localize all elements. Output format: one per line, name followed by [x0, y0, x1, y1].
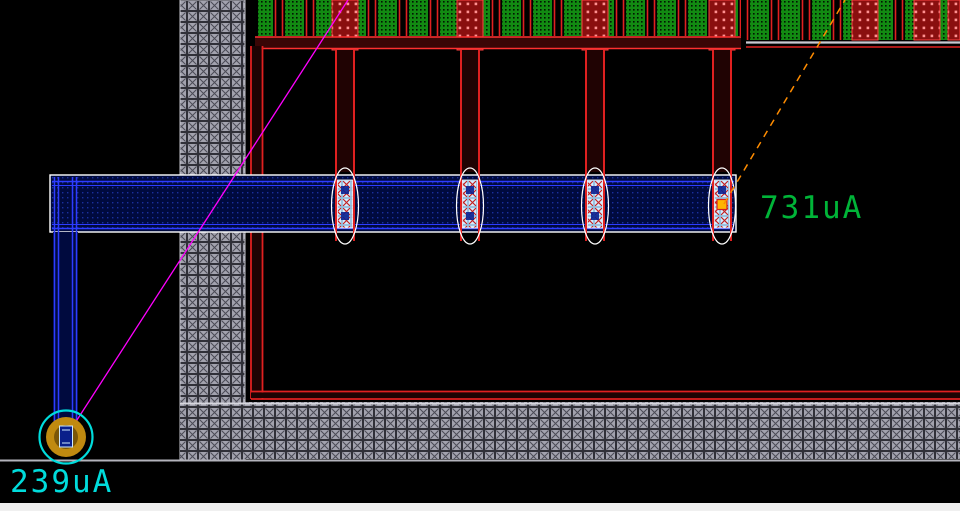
via-stack-1	[330, 50, 360, 245]
current-label-left: 239uA	[10, 464, 113, 500]
gray-via-bus-bottom	[180, 402, 960, 459]
blue-wire-left	[53, 177, 78, 428]
red-net-horizontal-fill	[251, 392, 960, 398]
blue-metal-rail-body	[49, 174, 737, 233]
via-column-fill	[336, 50, 354, 172]
via-contact	[341, 186, 349, 194]
selection-oval	[580, 167, 610, 245]
selection-oval	[330, 167, 360, 245]
probed-via-highlight	[716, 198, 728, 211]
blue-metal-rail	[49, 174, 737, 233]
via-stack-3	[580, 50, 610, 245]
cell-row-top-left	[258, 0, 741, 36]
via-contact	[466, 186, 474, 194]
probe-ring	[38, 409, 94, 465]
gray-via-bus-bottom-fill	[180, 402, 960, 459]
contact-column-top-right-edge	[947, 0, 960, 41]
flight-line	[723, 0, 846, 205]
via-column-fill	[713, 50, 731, 172]
probe-marker	[38, 409, 94, 465]
selection-oval	[455, 167, 485, 245]
via-stack-2	[455, 50, 485, 245]
blue-wire-left-fill	[53, 232, 78, 428]
window-bottom-strip	[0, 503, 960, 511]
probe-via	[59, 425, 73, 448]
current-label-right: 731uA	[760, 190, 863, 226]
via-column-fill	[461, 50, 479, 172]
probe-line	[65, 0, 349, 438]
contact-column-top-right-1	[851, 0, 879, 41]
red-rail-top	[255, 36, 741, 50]
selection-oval	[707, 167, 737, 245]
via-stack-4	[707, 50, 737, 245]
contact-column-top-right-2	[913, 0, 941, 41]
via-contact	[591, 212, 599, 220]
via-contact	[466, 212, 474, 220]
via-contact	[341, 212, 349, 220]
via-contact	[718, 186, 726, 194]
red-rail-fill	[255, 37, 741, 49]
via-column-fill	[586, 50, 604, 172]
top-right-rails	[746, 41, 960, 48]
via-contact	[591, 186, 599, 194]
